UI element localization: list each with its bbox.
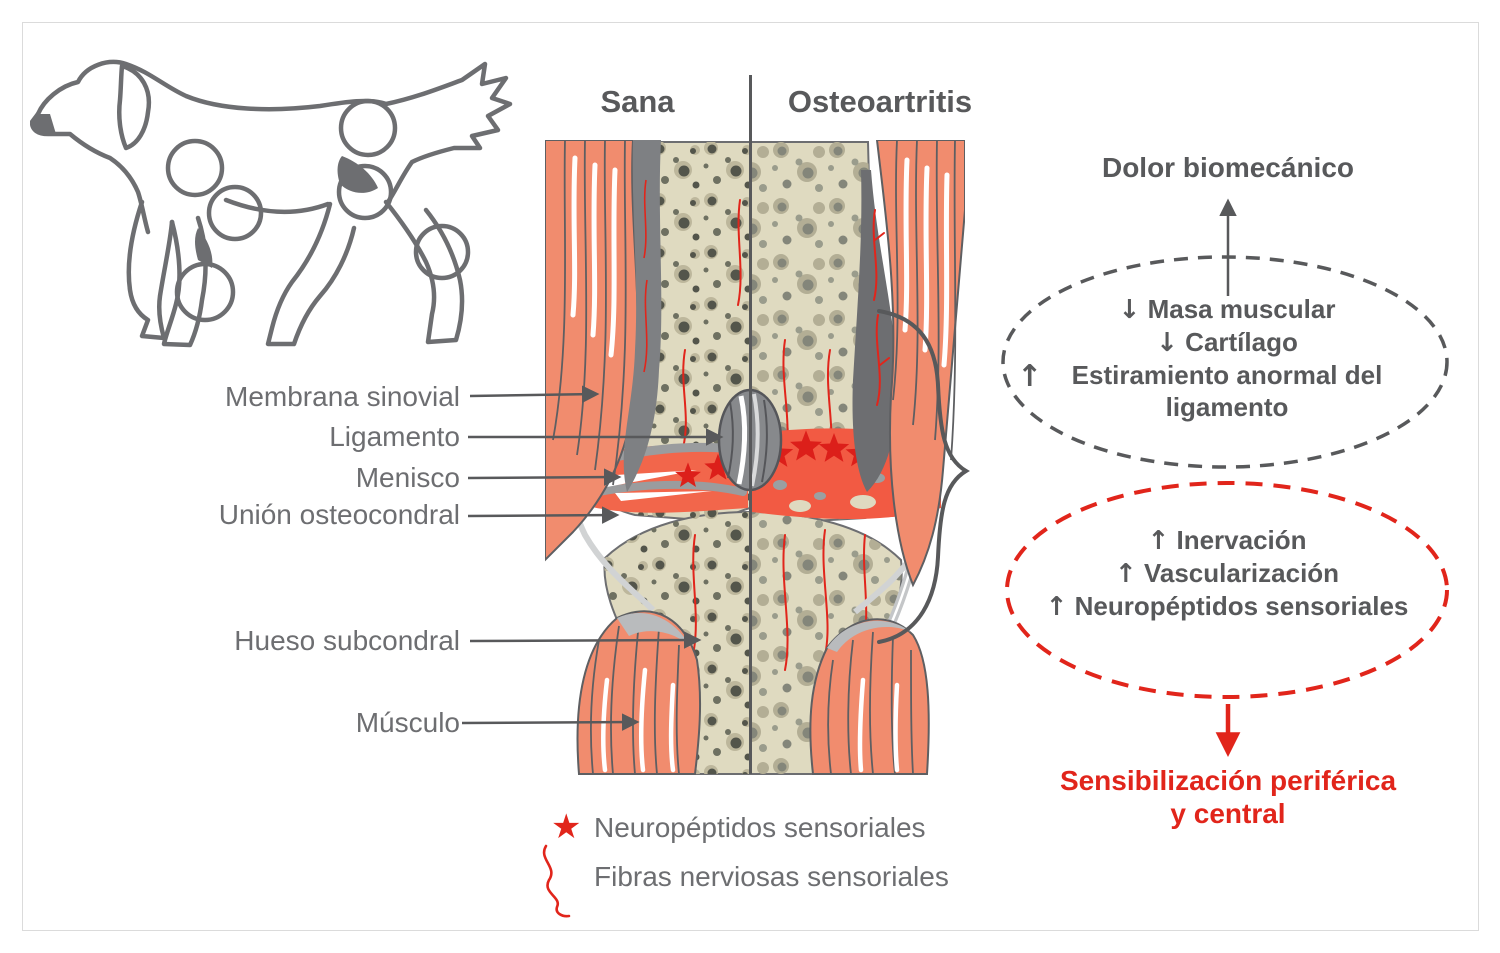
label-ligamento: Ligamento xyxy=(329,421,460,452)
up-arrow-icon: ↑ xyxy=(1017,359,1043,394)
estiramiento-line: Estiramiento anormal del ligamento xyxy=(1071,360,1383,422)
down-arrow-icon: ↓ xyxy=(1156,328,1178,358)
column-header-healthy: Sana xyxy=(600,84,675,119)
up-arrow-icon: ↑ xyxy=(1147,526,1170,556)
cartilago-line: ↓ Cartílago xyxy=(1156,327,1298,358)
sensibilizacion-text: Sensibilización periférica y central xyxy=(1059,765,1397,829)
label-membrana-sinovial: Membrana sinovial xyxy=(225,381,460,412)
down-arrow-icon: ↓ xyxy=(1118,295,1141,325)
knee-joint-illustration xyxy=(545,140,965,775)
legend-fibras-nerviosas: Fibras nerviosas sensoriales xyxy=(594,861,949,892)
gray-ellipse-content: ↓ Masa muscular ↓ Cartílago Estiramiento… xyxy=(1015,293,1439,423)
dolor-biomecanico-text: Dolor biomecánico xyxy=(1101,152,1355,183)
up-arrow-icon: ↑ xyxy=(1045,592,1068,622)
inervacion-line: ↑ Inervación xyxy=(1147,525,1307,556)
label-musculo: Músculo xyxy=(355,707,460,738)
legend-neuropeptidos: Neuropéptidos sensoriales xyxy=(594,812,926,843)
red-ellipse-content: ↑ Inervación ↑ Vascularización ↑ Neuropé… xyxy=(1020,524,1434,623)
label-menisco: Menisco xyxy=(355,462,460,493)
up-arrow-icon: ↑ xyxy=(1114,559,1137,589)
label-hueso-subcondral: Hueso subcondral xyxy=(234,625,460,656)
figure-border xyxy=(22,22,1479,931)
label-union-osteocondral: Unión osteocondral xyxy=(218,499,460,530)
column-header-osteoarthritis: Osteoartritis xyxy=(787,84,973,119)
masa-muscular-line: ↓ Masa muscular xyxy=(1118,294,1336,325)
star-icon: ★ xyxy=(551,807,582,847)
wavy-line-icon xyxy=(542,844,571,918)
neuropeptidos-line: ↑ Neuropéptidos sensoriales xyxy=(1045,591,1409,622)
dog-joints-illustration xyxy=(30,59,513,348)
vascularizacion-line: ↑ Vascularización xyxy=(1114,558,1340,589)
